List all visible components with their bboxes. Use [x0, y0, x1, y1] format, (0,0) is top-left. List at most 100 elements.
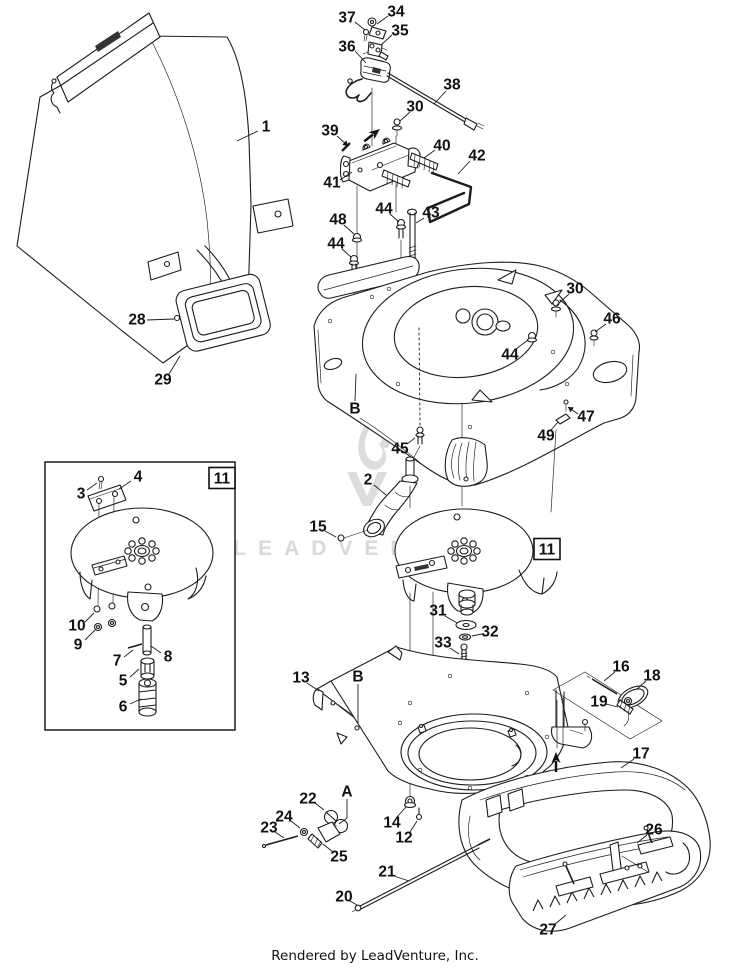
render-credit: Rendered by LeadVenture, Inc. [271, 948, 479, 964]
callout-label: 4 [134, 469, 143, 486]
callout-label: B [349, 401, 360, 418]
callout-leader [290, 820, 301, 829]
impeller-assembly [394, 508, 558, 616]
callout-label: B [352, 669, 363, 686]
ignition-key-assembly [345, 17, 391, 103]
callout-leader [354, 373, 357, 402]
woodruff-key [127, 643, 143, 649]
upper-deck-housing [313, 256, 641, 513]
frame-screw [173, 314, 181, 322]
callout-leader [343, 224, 355, 235]
callout-leader [341, 248, 352, 258]
callout-label: 14 [383, 815, 401, 832]
callout-leader [129, 698, 142, 705]
callout-leader [376, 15, 389, 25]
callout-label: 49 [537, 428, 555, 445]
callout-leader [605, 703, 619, 708]
leader-arrowhead-icon [342, 140, 348, 146]
callout-label: 30 [406, 99, 423, 116]
bag-side-tab [252, 198, 294, 234]
callout-label: 34 [387, 4, 405, 21]
assembly-direction-arrow-hinge-icon [551, 752, 561, 772]
callout-label: 1 [262, 119, 271, 136]
callout-label: 15 [309, 519, 327, 536]
rod-screw [354, 904, 362, 912]
callout-leader [603, 671, 616, 682]
callout-label: 40 [433, 138, 450, 155]
callout-label: A [341, 784, 352, 801]
callout-leader [236, 130, 259, 142]
callout-label: 46 [603, 311, 621, 328]
callout-label: 36 [338, 39, 356, 56]
callout-leader [349, 900, 358, 906]
boxed-callout-frame [208, 466, 236, 490]
callout-label: 27 [539, 922, 556, 939]
callout-label: 23 [260, 820, 278, 837]
callout-leader [146, 318, 175, 321]
chute-screw [337, 534, 345, 542]
callout-leader [553, 914, 567, 926]
callout-leader [354, 21, 366, 31]
control-cable [386, 72, 485, 131]
foot-pedal [444, 437, 488, 487]
callout-label: 18 [643, 668, 661, 685]
callout-leader [471, 633, 483, 637]
panel-pin [591, 678, 618, 695]
latch-panel [552, 671, 663, 740]
callout-label: 17 [632, 746, 649, 763]
callout-label: 39 [321, 123, 339, 140]
callout-label: 19 [590, 694, 608, 711]
callout-leader [396, 806, 407, 818]
callout-leader [380, 34, 393, 46]
callout-label: 35 [391, 23, 409, 40]
callout-label: 3 [77, 486, 86, 503]
boxed-callout-label: 11 [539, 542, 556, 559]
callout-label: 9 [74, 637, 83, 654]
callout-label: 8 [164, 649, 173, 666]
callout-leader [123, 649, 134, 658]
callout-label: 24 [275, 809, 293, 826]
callout-leader [84, 629, 96, 641]
callout-leader [84, 612, 95, 623]
bag-front-plate [147, 251, 182, 281]
callout-label: 41 [323, 175, 341, 192]
callout-label: 10 [68, 618, 85, 635]
callout-leader [449, 647, 460, 655]
callout-label: 29 [154, 372, 172, 389]
callout-leader [515, 339, 529, 350]
callout-label: 45 [391, 441, 409, 458]
inset-impeller-hub [124, 537, 160, 565]
callout-label: 7 [113, 653, 122, 670]
flame-logo-inner [364, 427, 383, 462]
callout-leader [354, 50, 367, 64]
callout-label: 44 [375, 201, 393, 218]
callout-label: 28 [128, 312, 146, 329]
callout-leader [594, 323, 607, 333]
callout-leader [556, 293, 570, 306]
callout-leader [415, 217, 425, 224]
callout-label: 31 [429, 603, 447, 620]
assembly-direction-arrow-upper-icon [363, 129, 380, 143]
callout-label: 30 [566, 281, 583, 298]
callout-leader [433, 90, 447, 105]
callout-label: 26 [645, 822, 663, 839]
leader-arrowhead-icon [568, 407, 574, 413]
callout-leader [406, 437, 416, 445]
callout-leader [399, 111, 411, 122]
callout-label: 16 [612, 659, 630, 676]
callout-leader [324, 530, 337, 538]
callout-leader [86, 482, 98, 491]
callout-leader [550, 421, 559, 431]
callout-label: 13 [292, 670, 310, 687]
callout-leader [306, 682, 320, 692]
callout-leader [457, 160, 471, 175]
inset-detail-box [44, 461, 236, 731]
cable-loop [345, 78, 372, 103]
link-rod [351, 838, 491, 913]
volute-inner [393, 285, 539, 379]
callout-label: 33 [434, 635, 452, 652]
callout-leader [338, 799, 348, 825]
